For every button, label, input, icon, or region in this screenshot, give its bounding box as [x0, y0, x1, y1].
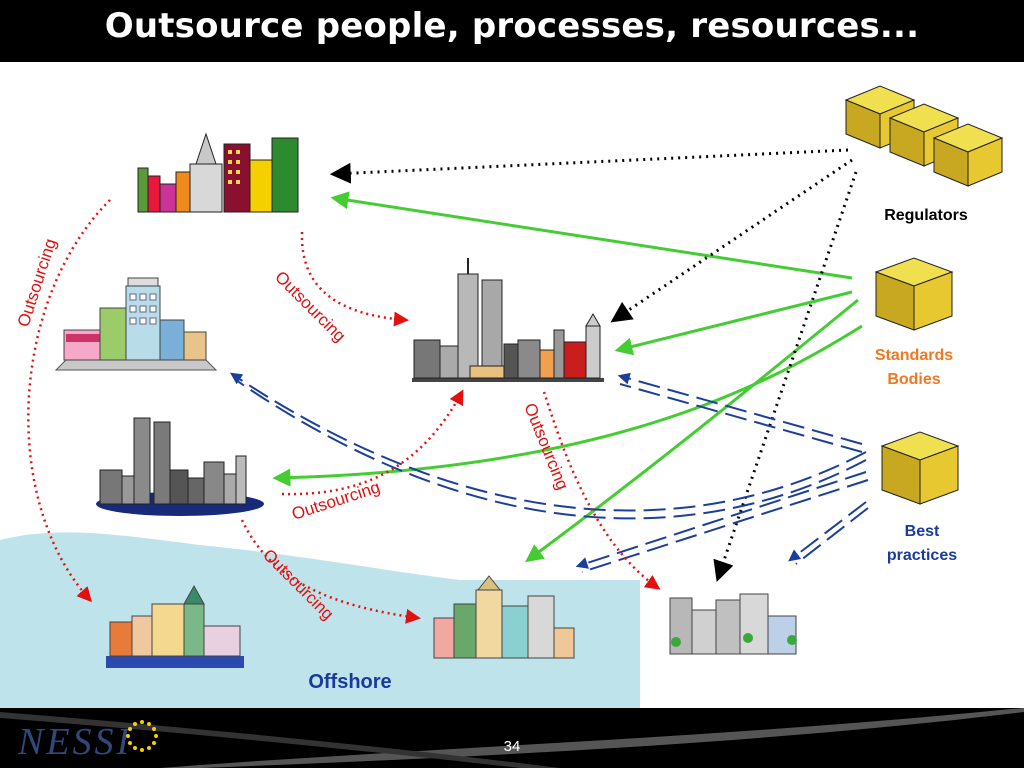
page-number: 34: [503, 738, 521, 755]
title-bar: Outsource people, processes, resources..…: [0, 0, 1024, 62]
black-dotted-arrows: [329, 148, 858, 582]
city-office-park: [669, 593, 797, 655]
footer: NESSI 34: [0, 708, 1024, 768]
standards-bodies-icon: [874, 257, 954, 331]
city-harbour-town: [106, 584, 244, 668]
standards-bodies-label-line1: Standards: [875, 347, 953, 364]
slide-title: Outsource people, processes, resources..…: [104, 6, 920, 46]
city-twin-towers-left: [96, 417, 264, 516]
outsourcing-label-left: Outsourcing: [14, 236, 60, 329]
blue-dashed-arrows: [230, 372, 869, 573]
best-practices-icon: [880, 431, 960, 505]
regulators-label: Regulators: [884, 207, 968, 224]
best-practices-label-line2: practices: [887, 547, 957, 564]
city-colorful-skyline: [137, 132, 299, 213]
eu-stars-icon: [126, 720, 158, 752]
green-arrows: [272, 191, 863, 563]
city-twin-towers-center: [412, 258, 604, 382]
diagram-area: Outsourcing Outsourcing Outsourcing Outs…: [0, 62, 1024, 708]
regulators-icon: [844, 85, 1004, 187]
footer-swoosh: [0, 708, 1024, 768]
standards-bodies-label-line2: Bodies: [887, 371, 940, 388]
city-offshore-center: [433, 575, 575, 659]
outsourcing-label-middle: Outsourcing: [289, 477, 382, 523]
outsourcing-label-top: Outsourcing: [271, 267, 349, 345]
offshore-label: Offshore: [308, 671, 391, 693]
nessi-logo: NESSI: [18, 721, 133, 763]
diagram-svg: Outsourcing Outsourcing Outsourcing Outs…: [0, 85, 1004, 708]
best-practices-label-line1: Best: [905, 523, 940, 540]
red-outsourcing-arrows: [27, 199, 661, 624]
city-small-town: [54, 277, 218, 371]
